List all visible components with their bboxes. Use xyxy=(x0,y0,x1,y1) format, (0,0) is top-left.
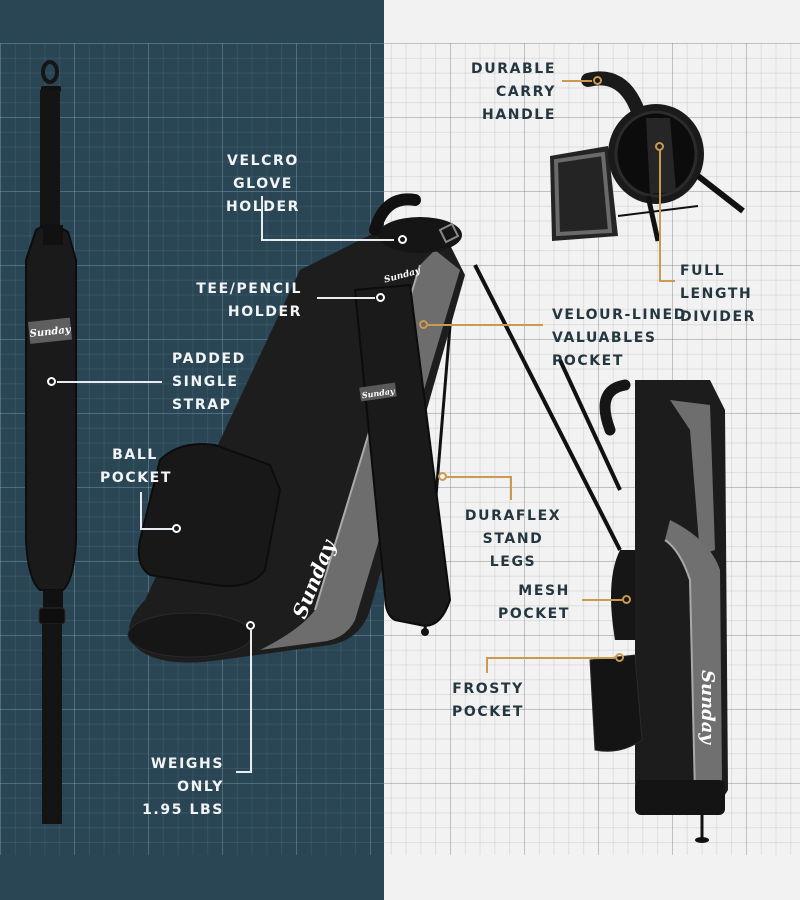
callout-marker xyxy=(419,320,428,329)
leader-line xyxy=(486,657,488,673)
callout-frosty-pocket: FROSTY POCKET xyxy=(452,681,524,720)
bag-top-detail-image xyxy=(550,71,745,242)
svg-text:Sunday: Sunday xyxy=(697,670,718,745)
leader-line xyxy=(140,528,173,530)
leader-line xyxy=(486,657,615,659)
callout-mesh-pocket: MESH POCKET xyxy=(498,583,570,622)
leader-line xyxy=(428,324,543,326)
callout-marker xyxy=(376,293,385,302)
callout-full-length-divider: FULL LENGTH DIVIDER xyxy=(680,263,757,325)
callout-ball-pocket: BALL POCKET xyxy=(100,447,172,486)
leader-line xyxy=(261,196,263,240)
callout-marker xyxy=(438,472,447,481)
callout-marker xyxy=(615,653,624,662)
main-golf-bag-image: Sunday Sunday Sunday xyxy=(127,193,622,663)
callout-marker xyxy=(47,377,56,386)
callout-marker xyxy=(655,142,664,151)
leader-line xyxy=(562,80,592,82)
strap-brand-logo: Sunday xyxy=(29,324,72,339)
leader-line xyxy=(317,297,375,299)
leader-line xyxy=(582,599,622,601)
callout-marker xyxy=(398,235,407,244)
callout-duraflex-stand-legs: DURAFLEX STAND LEGS xyxy=(464,508,562,570)
callout-durable-carry-handle: DURABLE CARRY HANDLE xyxy=(471,61,556,123)
callout-weighs-only: WEIGHS ONLY 1.95 LBS xyxy=(142,756,224,818)
svg-text:Sunday: Sunday xyxy=(361,386,396,401)
callout-tee-pencil-holder: TEE/PENCIL HOLDER xyxy=(196,281,302,320)
padded-strap-image: Sunday xyxy=(25,60,77,824)
leader-line xyxy=(261,239,394,241)
callout-marker xyxy=(622,595,631,604)
leader-line xyxy=(659,280,675,282)
leader-line xyxy=(510,476,512,500)
callout-marker xyxy=(172,524,181,533)
upright-golf-bag-image: Sunday xyxy=(558,359,728,843)
callout-padded-single-strap: PADDED SINGLE STRAP xyxy=(172,351,246,413)
leader-line xyxy=(236,771,252,773)
callout-velour-lined-pocket: VELOUR-LINED VALUABLES POCKET xyxy=(552,307,687,369)
callout-velcro-glove-holder: VELCRO GLOVE HOLDER xyxy=(226,153,299,215)
leader-line xyxy=(659,150,661,281)
leader-line xyxy=(250,630,252,772)
leader-line xyxy=(447,476,512,478)
callout-marker xyxy=(246,621,255,630)
callout-marker xyxy=(593,76,602,85)
leader-line xyxy=(140,492,142,529)
leader-line xyxy=(57,381,162,383)
